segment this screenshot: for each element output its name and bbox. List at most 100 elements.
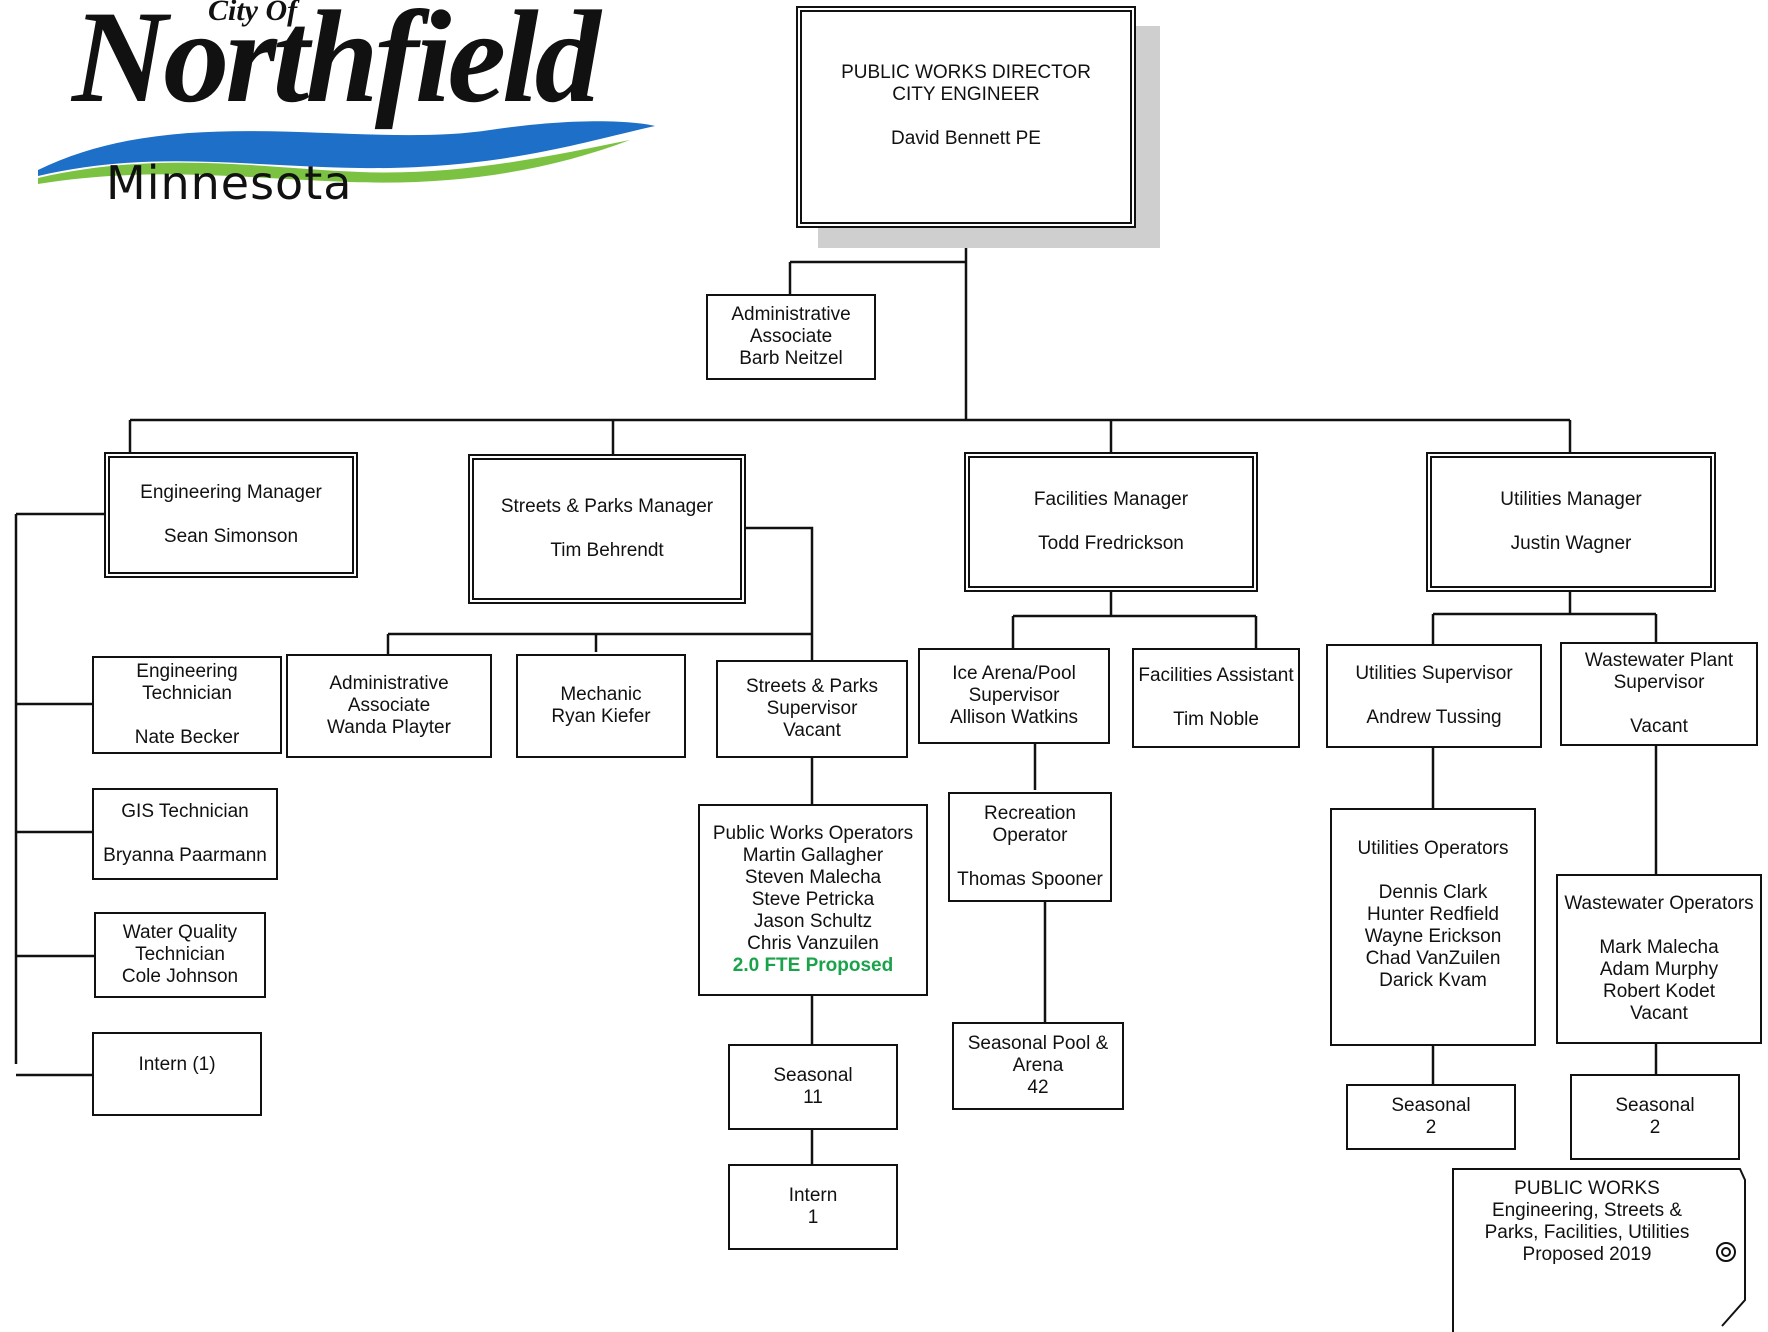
admin-associate-box: Administrative Associate Barb Neitzel [706,294,876,380]
director-name: David Bennett PE [891,128,1041,149]
utilities-operator-name: Dennis Clark [1378,882,1488,903]
engineering-intern-title: Intern (1) [138,1054,216,1075]
wastewater-supervisor-line-2: Supervisor [1613,672,1705,693]
ice-arena-line-2: Supervisor [968,685,1060,706]
northfield-logo: Northfield City Of Minnesota [30,0,670,210]
logo-name: Northfield [72,0,601,130]
streets-parks-manager-name: Tim Behrendt [550,540,664,561]
gis-technician-name: Bryanna Paarmann [103,845,267,866]
utilities-supervisor-name: Andrew Tussing [1366,707,1502,728]
utilities-operator-name: Wayne Erickson [1364,926,1502,947]
facilities-manager-title: Facilities Manager [1033,489,1189,510]
recreation-operator-name: Thomas Spooner [957,869,1103,890]
streets-parks-intern-title: Intern [788,1185,838,1206]
water-quality-name: Cole Johnson [121,966,239,987]
facilities-manager-name: Todd Fredrickson [1038,533,1184,554]
logo-state: Minnesota [106,156,353,210]
recreation-operator-line-2: Operator [992,825,1068,846]
wastewater-operators-title: Wastewater Operators [1564,893,1754,914]
director-title-1: PUBLIC WORKS DIRECTOR [841,62,1091,83]
mechanic-name: Ryan Kiefer [551,706,651,727]
streets-parks-supervisor-line-1: Streets & Parks [746,676,878,697]
streets-parks-supervisor-line-2: Supervisor [766,698,858,719]
tag-title: PUBLIC WORKS [1514,1178,1660,1199]
streets-parks-manager-title: Streets & Parks Manager [500,496,714,517]
seasonal-pool-arena-box: Seasonal Pool & Arena 42 [952,1022,1124,1110]
logo-city-of: City Of [208,0,298,27]
admin-associate-2-box: Administrative Associate Wanda Playter [286,654,492,758]
admin-associate-2-name: Wanda Playter [327,717,451,738]
admin-associate-line-1: Administrative [731,304,851,325]
operator-name: Martin Gallagher [742,845,884,866]
mechanic-box: Mechanic Ryan Kiefer [516,654,686,758]
streets-parks-seasonal-title: Seasonal [773,1065,853,1086]
operator-name: Steven Malecha [744,867,882,888]
wastewater-operator-name: Vacant [1630,1003,1688,1024]
utilities-operators-box: Utilities Operators Dennis Clark Hunter … [1330,808,1536,1046]
seasonal-pool-line-1: Seasonal Pool & [967,1033,1109,1054]
ice-arena-name: Allison Watkins [949,707,1079,728]
streets-parks-seasonal-count: 11 [803,1087,823,1108]
admin-associate-name: Barb Neitzel [739,348,843,369]
wastewater-supervisor-name: Vacant [1630,716,1688,737]
public-works-operators-box: Public Works Operators Martin Gallagher … [698,804,928,996]
operator-name: Chris Vanzuilen [747,933,879,954]
utilities-manager-name: Justin Wagner [1510,533,1632,554]
water-quality-line-1: Water Quality [122,922,238,943]
facilities-assistant-box: Facilities Assistant Tim Noble [1132,648,1300,748]
utilities-seasonal-title: Seasonal [1391,1095,1471,1116]
director-title-2: CITY ENGINEER [892,84,1040,105]
admin-associate-line-2: Associate [749,326,833,347]
ice-arena-line-1: Ice Arena/Pool [952,663,1076,684]
utilities-operator-name: Darick Kvam [1379,970,1487,991]
water-quality-technician-box: Water Quality Technician Cole Johnson [94,912,266,998]
engineering-manager-title: Engineering Manager [140,482,322,503]
streets-parks-intern-count: 1 [807,1207,819,1228]
streets-parks-supervisor-name: Vacant [783,720,841,741]
utilities-manager-box: Utilities Manager Justin Wagner [1426,452,1716,592]
director-box: PUBLIC WORKS DIRECTOR CITY ENGINEER Davi… [796,6,1136,228]
ice-arena-supervisor-box: Ice Arena/Pool Supervisor Allison Watkin… [918,648,1110,744]
engineering-manager-box: Engineering Manager Sean Simonson [104,452,358,578]
utilities-supervisor-box: Utilities Supervisor Andrew Tussing [1326,644,1542,748]
recreation-operator-line-1: Recreation [984,803,1076,824]
engineering-technician-line-1: Engineering [136,661,238,682]
utilities-operators-title: Utilities Operators [1357,838,1509,859]
tag-year: Proposed 2019 [1522,1244,1652,1265]
utilities-seasonal-count: 2 [1425,1117,1437,1138]
wastewater-operators-box: Wastewater Operators Mark Malecha Adam M… [1556,874,1762,1044]
facilities-assistant-title: Facilities Assistant [1138,665,1294,686]
engineering-technician-box: Engineering Technician Nate Becker [92,656,282,754]
wastewater-supervisor-line-1: Wastewater Plant [1584,650,1734,671]
wastewater-operator-name: Adam Murphy [1599,959,1719,980]
facilities-manager-box: Facilities Manager Todd Fredrickson [964,452,1258,592]
engineering-technician-line-2: Technician [142,683,232,704]
utilities-manager-title: Utilities Manager [1500,489,1642,510]
gis-technician-title: GIS Technician [121,801,249,822]
public-works-operators-title: Public Works Operators [712,823,914,844]
utilities-operator-name: Hunter Redfield [1366,904,1500,925]
engineering-technician-name: Nate Becker [134,727,240,748]
mechanic-title: Mechanic [560,684,642,705]
recreation-operator-box: Recreation Operator Thomas Spooner [948,792,1112,902]
tag-line-2: Engineering, Streets & [1491,1200,1683,1221]
utilities-operator-name: Chad VanZuilen [1365,948,1501,969]
water-quality-line-2: Technician [135,944,225,965]
wave-swoosh-icon [38,121,655,184]
operator-name: Jason Schultz [753,911,873,932]
streets-parks-seasonal-box: Seasonal 11 [728,1044,898,1130]
streets-parks-manager-box: Streets & Parks Manager Tim Behrendt [468,454,746,604]
tag-outline-icon [1452,1168,1746,1332]
wastewater-operator-name: Robert Kodet [1603,981,1715,1002]
gis-technician-box: GIS Technician Bryanna Paarmann [92,788,278,880]
fte-proposed-note: 2.0 FTE Proposed [732,955,894,976]
tag-line-3: Parks, Facilities, Utilities [1484,1222,1690,1243]
engineering-intern-box: Intern (1) [92,1032,262,1116]
tag-text: PUBLIC WORKS Engineering, Streets & Park… [1452,1168,1722,1332]
operator-name: Steve Petricka [751,889,875,910]
wastewater-seasonal-box: Seasonal 2 [1570,1074,1740,1160]
facilities-assistant-name: Tim Noble [1173,709,1259,730]
seasonal-pool-line-2: Arena [1012,1055,1064,1076]
wastewater-operator-name: Mark Malecha [1599,937,1719,958]
